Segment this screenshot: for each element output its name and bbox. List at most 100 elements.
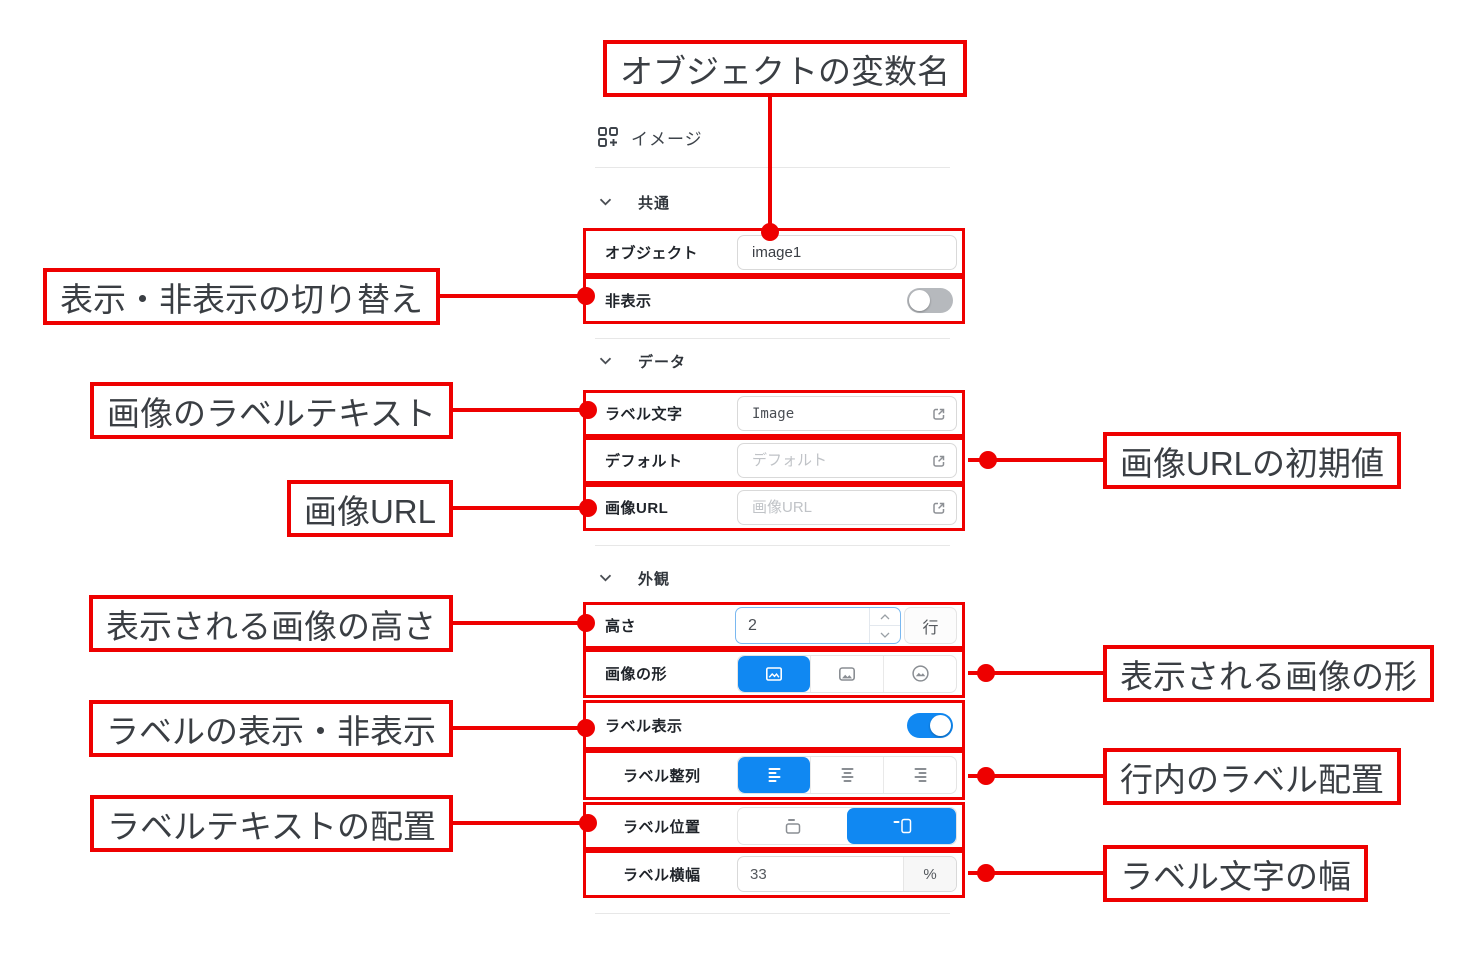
- annotation-image-label-text: 画像のラベルテキスト: [89, 382, 453, 439]
- annotation-text: オブジェクトの変数名: [620, 52, 950, 90]
- connector-line: [445, 821, 592, 825]
- connector-line: [430, 294, 590, 298]
- field-label-label-text: ラベル文字: [605, 406, 683, 423]
- label-text-input[interactable]: [737, 396, 957, 431]
- toggle-knob: [930, 714, 951, 736]
- label-top-icon[interactable]: [738, 808, 847, 844]
- field-label-image-shape: 画像の形: [605, 666, 668, 683]
- field-row-image-url: 画像URL: [583, 484, 965, 531]
- annotation-text: 表示・非表示の切り替え: [60, 280, 423, 318]
- widget-add-icon: [597, 126, 619, 148]
- field-label-object: オブジェクト: [605, 244, 699, 262]
- divider: [595, 167, 950, 168]
- connector-line: [445, 621, 590, 625]
- divider: [595, 913, 950, 914]
- image-circle-icon[interactable]: [883, 655, 956, 692]
- label-left-icon[interactable]: [847, 808, 956, 844]
- connector-line: [968, 871, 1110, 875]
- label-width-input-value[interactable]: [738, 857, 903, 891]
- annotation-text: ラベルの表示・非表示: [106, 712, 436, 750]
- annotation-text: 表示される画像の高さ: [106, 607, 436, 645]
- annotation-label-width: ラベル文字の幅: [1103, 845, 1368, 902]
- connector-dot: [579, 499, 597, 517]
- field-row-height: 高さ 行: [583, 602, 965, 649]
- default-input[interactable]: [737, 443, 957, 478]
- image-url-input[interactable]: [737, 490, 957, 525]
- height-unit: 行: [904, 607, 957, 644]
- connector-dot: [579, 401, 597, 419]
- field-row-hidden: 非表示: [583, 276, 965, 324]
- field-label-height: 高さ: [605, 618, 637, 635]
- label-width-unit: %: [903, 857, 956, 891]
- divider: [595, 338, 950, 339]
- connector-line: [968, 671, 1110, 675]
- label-text-input-value[interactable]: [750, 404, 924, 423]
- section-appearance-label: 外観: [638, 570, 671, 588]
- connector-dot: [577, 614, 595, 632]
- field-label-label-width: ラベル横幅: [623, 866, 701, 884]
- align-right-icon[interactable]: [883, 757, 956, 793]
- panel-title: イメージ: [631, 129, 703, 149]
- section-common-label: 共通: [638, 194, 671, 212]
- annotation-object-name: オブジェクトの変数名: [603, 40, 967, 97]
- label-width-input[interactable]: %: [737, 856, 957, 892]
- image-url-input-value[interactable]: [750, 498, 924, 517]
- external-link-icon[interactable]: [930, 405, 948, 423]
- object-name-input[interactable]: [737, 234, 957, 270]
- connector-line: [445, 506, 592, 510]
- label-show-toggle[interactable]: [907, 712, 953, 738]
- default-input-value[interactable]: [750, 451, 924, 470]
- chevron-down-icon[interactable]: [599, 357, 612, 365]
- hidden-toggle[interactable]: [907, 287, 953, 313]
- annotation-image-shape: 表示される画像の形: [1103, 645, 1434, 702]
- section-data: データ: [599, 349, 939, 373]
- align-left-icon[interactable]: [738, 757, 810, 793]
- annotation-label-text-position: ラベルテキストの配置: [89, 795, 453, 852]
- section-appearance: 外観: [599, 566, 939, 590]
- connector-dot: [977, 664, 995, 682]
- field-label-label-align: ラベル整列: [623, 767, 701, 785]
- image-shape-segmented: [737, 654, 957, 693]
- annotation-image-height: 表示される画像の高さ: [89, 595, 453, 652]
- field-row-label-width: ラベル横幅 %: [583, 850, 965, 898]
- number-stepper[interactable]: [869, 608, 900, 643]
- external-link-icon[interactable]: [930, 499, 948, 517]
- field-label-image-url: 画像URL: [605, 500, 669, 517]
- annotation-text: 画像URL: [303, 492, 436, 530]
- field-row-label-show: ラベル表示: [583, 700, 965, 750]
- annotation-image-url: 画像URL: [286, 480, 453, 537]
- divider: [595, 545, 950, 546]
- connector-line: [968, 774, 1110, 778]
- image-rect-icon[interactable]: [738, 655, 810, 692]
- connector-dot: [761, 223, 779, 241]
- field-label-label-show: ラベル表示: [605, 717, 683, 735]
- annotation-image-url-default: 画像URLの初期値: [1103, 432, 1402, 489]
- external-link-icon[interactable]: [930, 452, 948, 470]
- field-row-object: オブジェクト: [583, 228, 965, 276]
- label-align-segmented: [737, 756, 957, 794]
- image-rounded-icon[interactable]: [810, 655, 883, 692]
- height-input-value[interactable]: [736, 608, 869, 643]
- height-number-input[interactable]: [735, 607, 901, 644]
- chevron-down-icon[interactable]: [599, 198, 612, 206]
- connector-line: [768, 95, 772, 236]
- annotation-text: 画像URLの初期値: [1120, 444, 1385, 482]
- field-row-label-text: ラベル文字: [583, 390, 965, 437]
- field-label-hidden: 非表示: [605, 292, 652, 310]
- chevron-down-icon[interactable]: [599, 574, 612, 582]
- connector-dot: [977, 767, 995, 785]
- stepper-down-icon[interactable]: [870, 626, 900, 643]
- annotation-label-align-in-row: 行内のラベル配置: [1103, 748, 1401, 805]
- stepper-up-icon[interactable]: [870, 608, 900, 626]
- field-row-label-align: ラベル整列: [583, 750, 965, 800]
- connector-line: [445, 726, 590, 730]
- annotation-text: 行内のラベル配置: [1120, 760, 1384, 798]
- object-name-input-value[interactable]: [750, 242, 948, 262]
- annotation-text: 画像のラベルテキスト: [106, 394, 436, 432]
- connector-line: [445, 408, 592, 412]
- annotation-visibility-toggle: 表示・非表示の切り替え: [43, 268, 440, 325]
- align-center-icon[interactable]: [810, 757, 883, 793]
- field-label-label-position: ラベル位置: [623, 818, 701, 836]
- annotation-text: 表示される画像の形: [1120, 657, 1417, 695]
